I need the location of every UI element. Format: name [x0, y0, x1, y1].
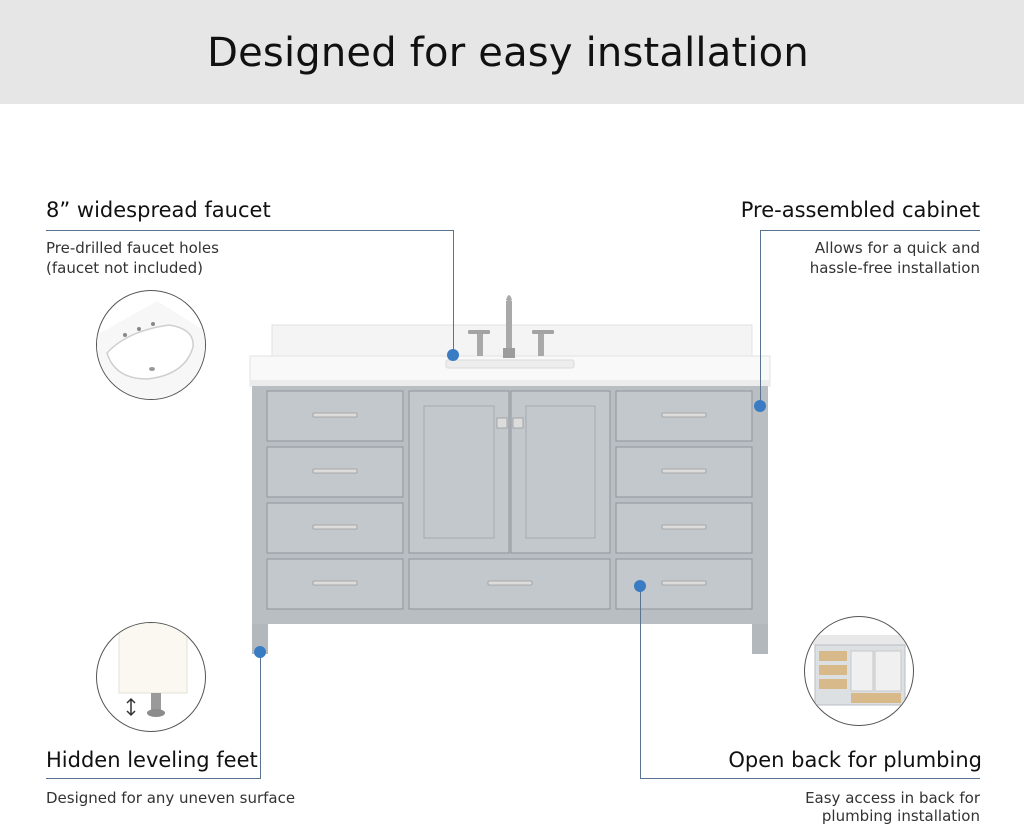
cabinet-callout-dot [754, 400, 766, 412]
feet-description-line-1: Designed for any uneven surface [46, 789, 296, 807]
plumbing-callout-line [640, 778, 980, 779]
page-title: Designed for easy installation [207, 30, 809, 76]
plumbing-description-line-1: Easy access in back for [805, 789, 980, 807]
faucet-callout-line-vertical [453, 230, 454, 355]
leveling-foot-icon [118, 623, 188, 717]
plumbing-description-line-2: plumbing installation [821, 807, 980, 825]
faucet-description-line-2: (faucet not included) [46, 259, 204, 277]
cabinet-description-line-1: Allows for a quick and [814, 239, 980, 257]
feet-callout-dot [254, 646, 266, 658]
feet-callout-line [46, 778, 261, 779]
cabinet-callout-line [760, 230, 980, 231]
feet-heading: Hidden leveling feet [46, 748, 258, 772]
faucet-callout-dot [447, 349, 459, 361]
feet-callout-line-vertical [260, 652, 261, 778]
title-banner [0, 0, 1024, 104]
faucet-heading: 8” widespread faucet [46, 198, 271, 222]
cabinet-description-line-2: hassle-free installation [809, 259, 980, 277]
open-back-detail-image [804, 616, 914, 726]
plumbing-callout-line-vertical [640, 586, 641, 778]
plumbing-callout-dot [634, 580, 646, 592]
cabinet-heading: Pre-assembled cabinet [740, 198, 980, 222]
leveling-feet-detail-image [96, 622, 206, 732]
faucet-icon [468, 295, 554, 358]
faucet-callout-line [46, 230, 453, 231]
plumbing-heading: Open back for plumbing [728, 748, 982, 772]
cabinet-callout-line-vertical [760, 230, 761, 405]
sink-detail-image [96, 290, 206, 400]
sink-icon [97, 301, 205, 399]
faucet-description-line-1: Pre-drilled faucet holes [46, 239, 219, 257]
open-back-cabinet-icon [813, 635, 907, 706]
